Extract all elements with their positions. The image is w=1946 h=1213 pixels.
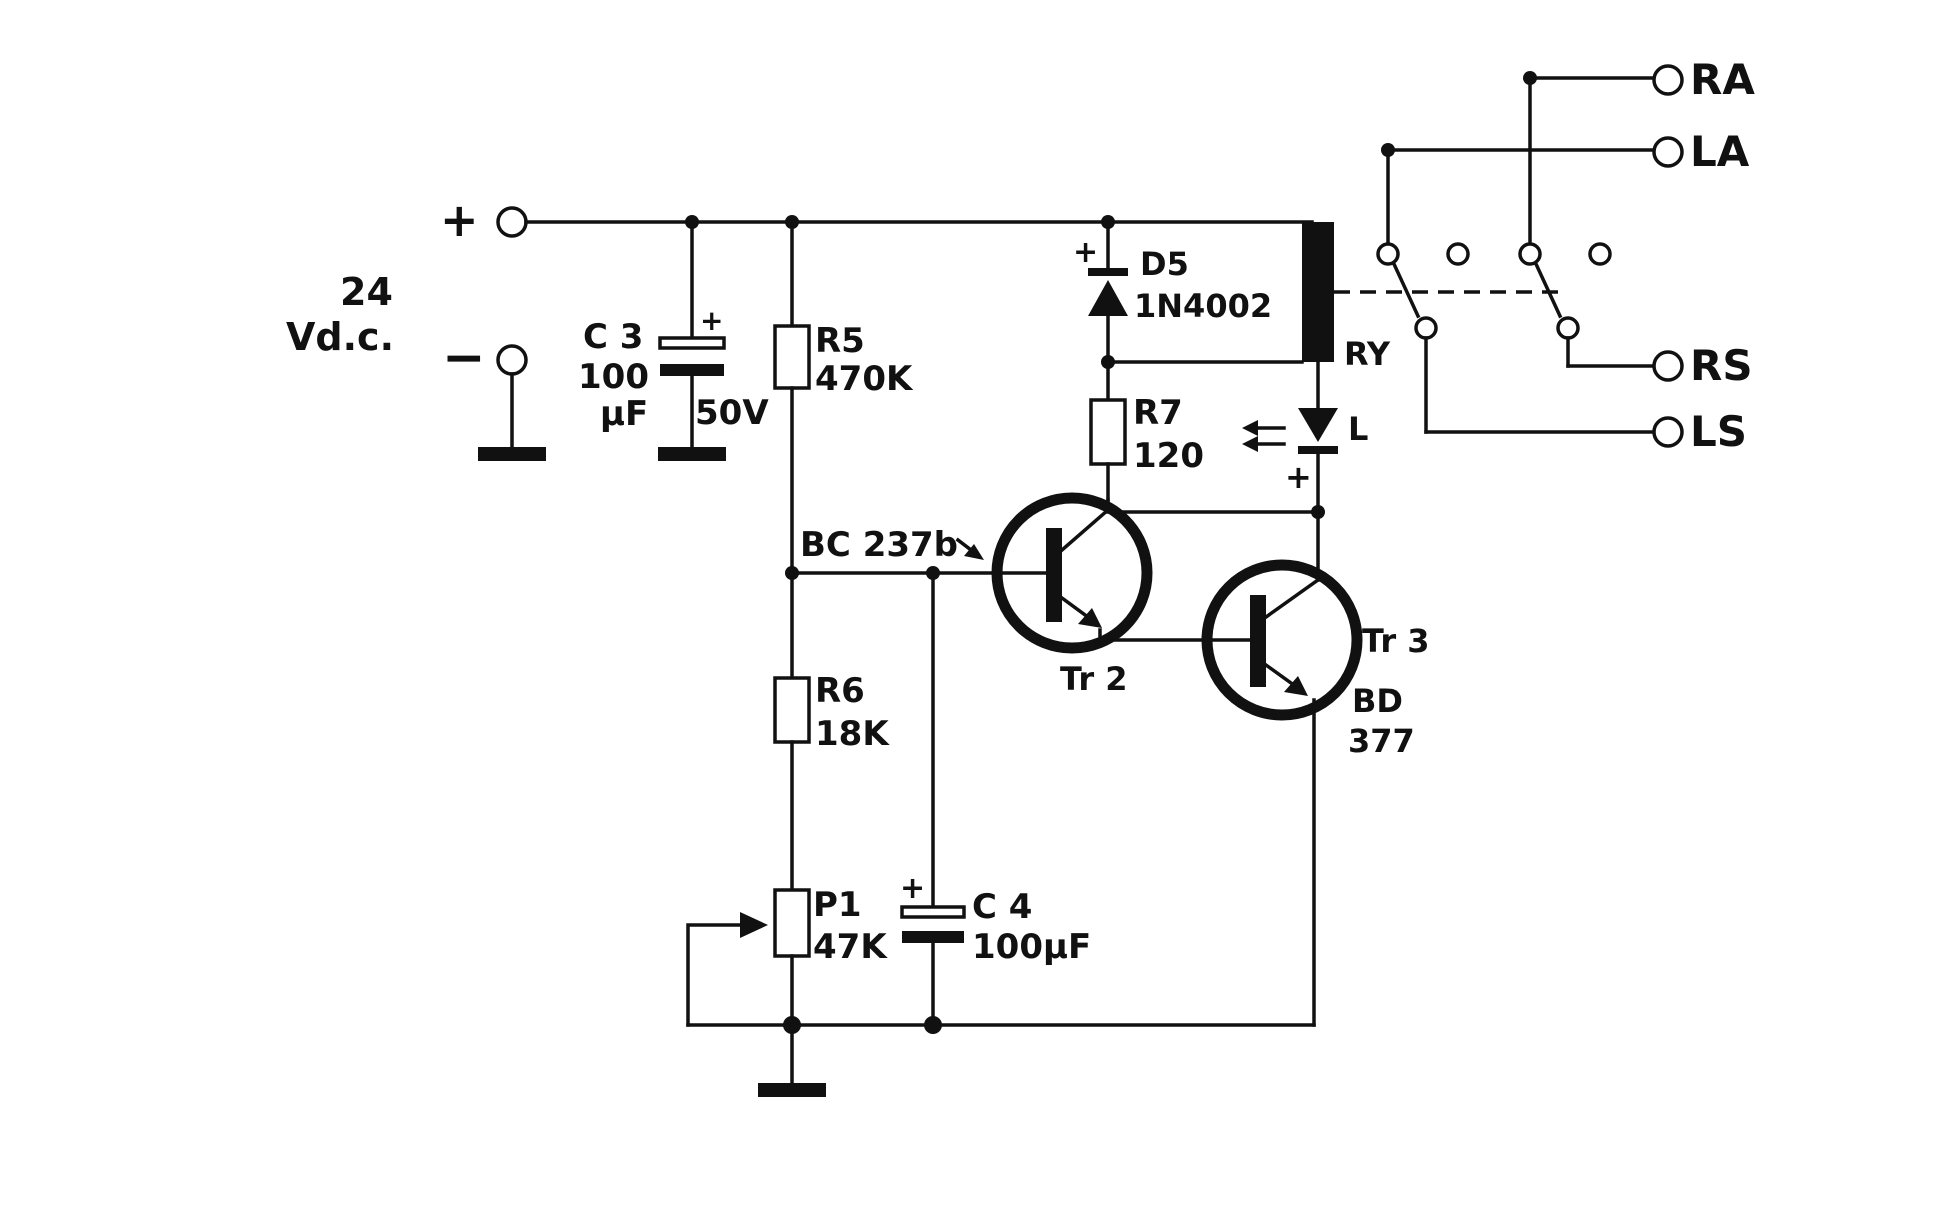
- c3-plate-negative: [660, 364, 724, 376]
- r6-value: 18K: [815, 714, 890, 754]
- switch-left-closed-contact: [1414, 316, 1438, 340]
- terminal-ls-label: LS: [1690, 407, 1747, 456]
- c3-unit: µF: [600, 394, 648, 434]
- r7-body: [1089, 398, 1127, 466]
- tr3-name: Tr 3: [1362, 622, 1430, 660]
- positive-terminal: [496, 206, 528, 238]
- d5-name: D5: [1140, 245, 1189, 283]
- c4-polarity: +: [900, 871, 925, 906]
- c3-name: C 3: [583, 317, 643, 357]
- tr2-name: Tr 2: [1060, 660, 1128, 698]
- c4-plate-positive: [900, 905, 966, 919]
- terminal-rs: [1652, 350, 1684, 382]
- p1-value: 47K: [813, 927, 888, 967]
- switch-right-blade: [1533, 261, 1563, 319]
- switch-right-common: [1518, 242, 1542, 266]
- r6-name: R6: [815, 671, 865, 711]
- ry-name: RY: [1344, 335, 1391, 373]
- r5-name: R5: [815, 321, 865, 361]
- switch-left-blade: [1391, 261, 1421, 319]
- c3-polarity: +: [700, 304, 723, 337]
- minus-sign: −: [442, 328, 486, 388]
- led-bar: [1298, 446, 1338, 454]
- switch-left-common: [1376, 242, 1400, 266]
- tr2-type-arrow-head: [964, 544, 984, 560]
- p1-wiper-arrow: [740, 912, 768, 938]
- junction-ground-c4: [924, 1016, 942, 1034]
- switch-right-closed-contact: [1556, 316, 1580, 340]
- d5-anode-triangle: [1088, 280, 1128, 316]
- negative-terminal: [496, 344, 528, 376]
- led-emission-arrow-1: [1242, 420, 1258, 436]
- c4-name: C 4: [972, 887, 1032, 927]
- r6-body: [773, 676, 811, 744]
- tr2-type: BC 237b: [800, 525, 958, 565]
- relay-coil: [1302, 222, 1334, 362]
- tr3-type-line2: 377: [1348, 722, 1415, 760]
- terminal-la: [1652, 136, 1684, 168]
- transistor-tr3: [1201, 510, 1363, 721]
- r5-value: 470K: [815, 359, 914, 399]
- r7-name: R7: [1133, 393, 1183, 433]
- switch-right-open-contact: [1588, 242, 1612, 266]
- led-triangle: [1298, 408, 1338, 442]
- d5-cathode-bar: [1088, 268, 1128, 276]
- c3-voltage: 50V: [695, 393, 769, 433]
- ground-symbol-bottom: [758, 1083, 826, 1097]
- supply-unit: Vd.c.: [286, 315, 394, 359]
- terminal-ra: [1652, 64, 1684, 96]
- r5-body: [773, 324, 811, 390]
- switch-left-open-contact: [1446, 242, 1470, 266]
- supply-voltage: 24: [340, 270, 393, 314]
- d5-value: 1N4002: [1134, 287, 1272, 325]
- led-emission-arrow-2: [1242, 436, 1258, 452]
- p1-name: P1: [813, 885, 862, 925]
- terminal-la-label: LA: [1690, 127, 1750, 176]
- c3-value: 100: [578, 357, 649, 397]
- ground-symbol-c3: [658, 447, 726, 461]
- c4-value: 100µF: [972, 927, 1091, 967]
- led-polarity: +: [1285, 458, 1312, 496]
- r7-value: 120: [1133, 436, 1204, 476]
- p1-body: [773, 888, 811, 958]
- p1-wiper-wire: [686, 923, 750, 1027]
- terminal-rs-label: RS: [1690, 341, 1753, 390]
- led-name: L: [1348, 410, 1368, 448]
- terminal-ra-label: RA: [1690, 55, 1755, 104]
- ground-symbol-left: [478, 447, 546, 461]
- terminal-ls: [1652, 416, 1684, 448]
- c4-plate-negative: [902, 931, 964, 943]
- plus-sign: +: [440, 193, 479, 247]
- transistor-tr2: [991, 492, 1153, 654]
- d5-polarity: +: [1073, 235, 1098, 270]
- tr3-type-line1: BD: [1352, 682, 1403, 720]
- c3-plate-positive: [658, 336, 726, 350]
